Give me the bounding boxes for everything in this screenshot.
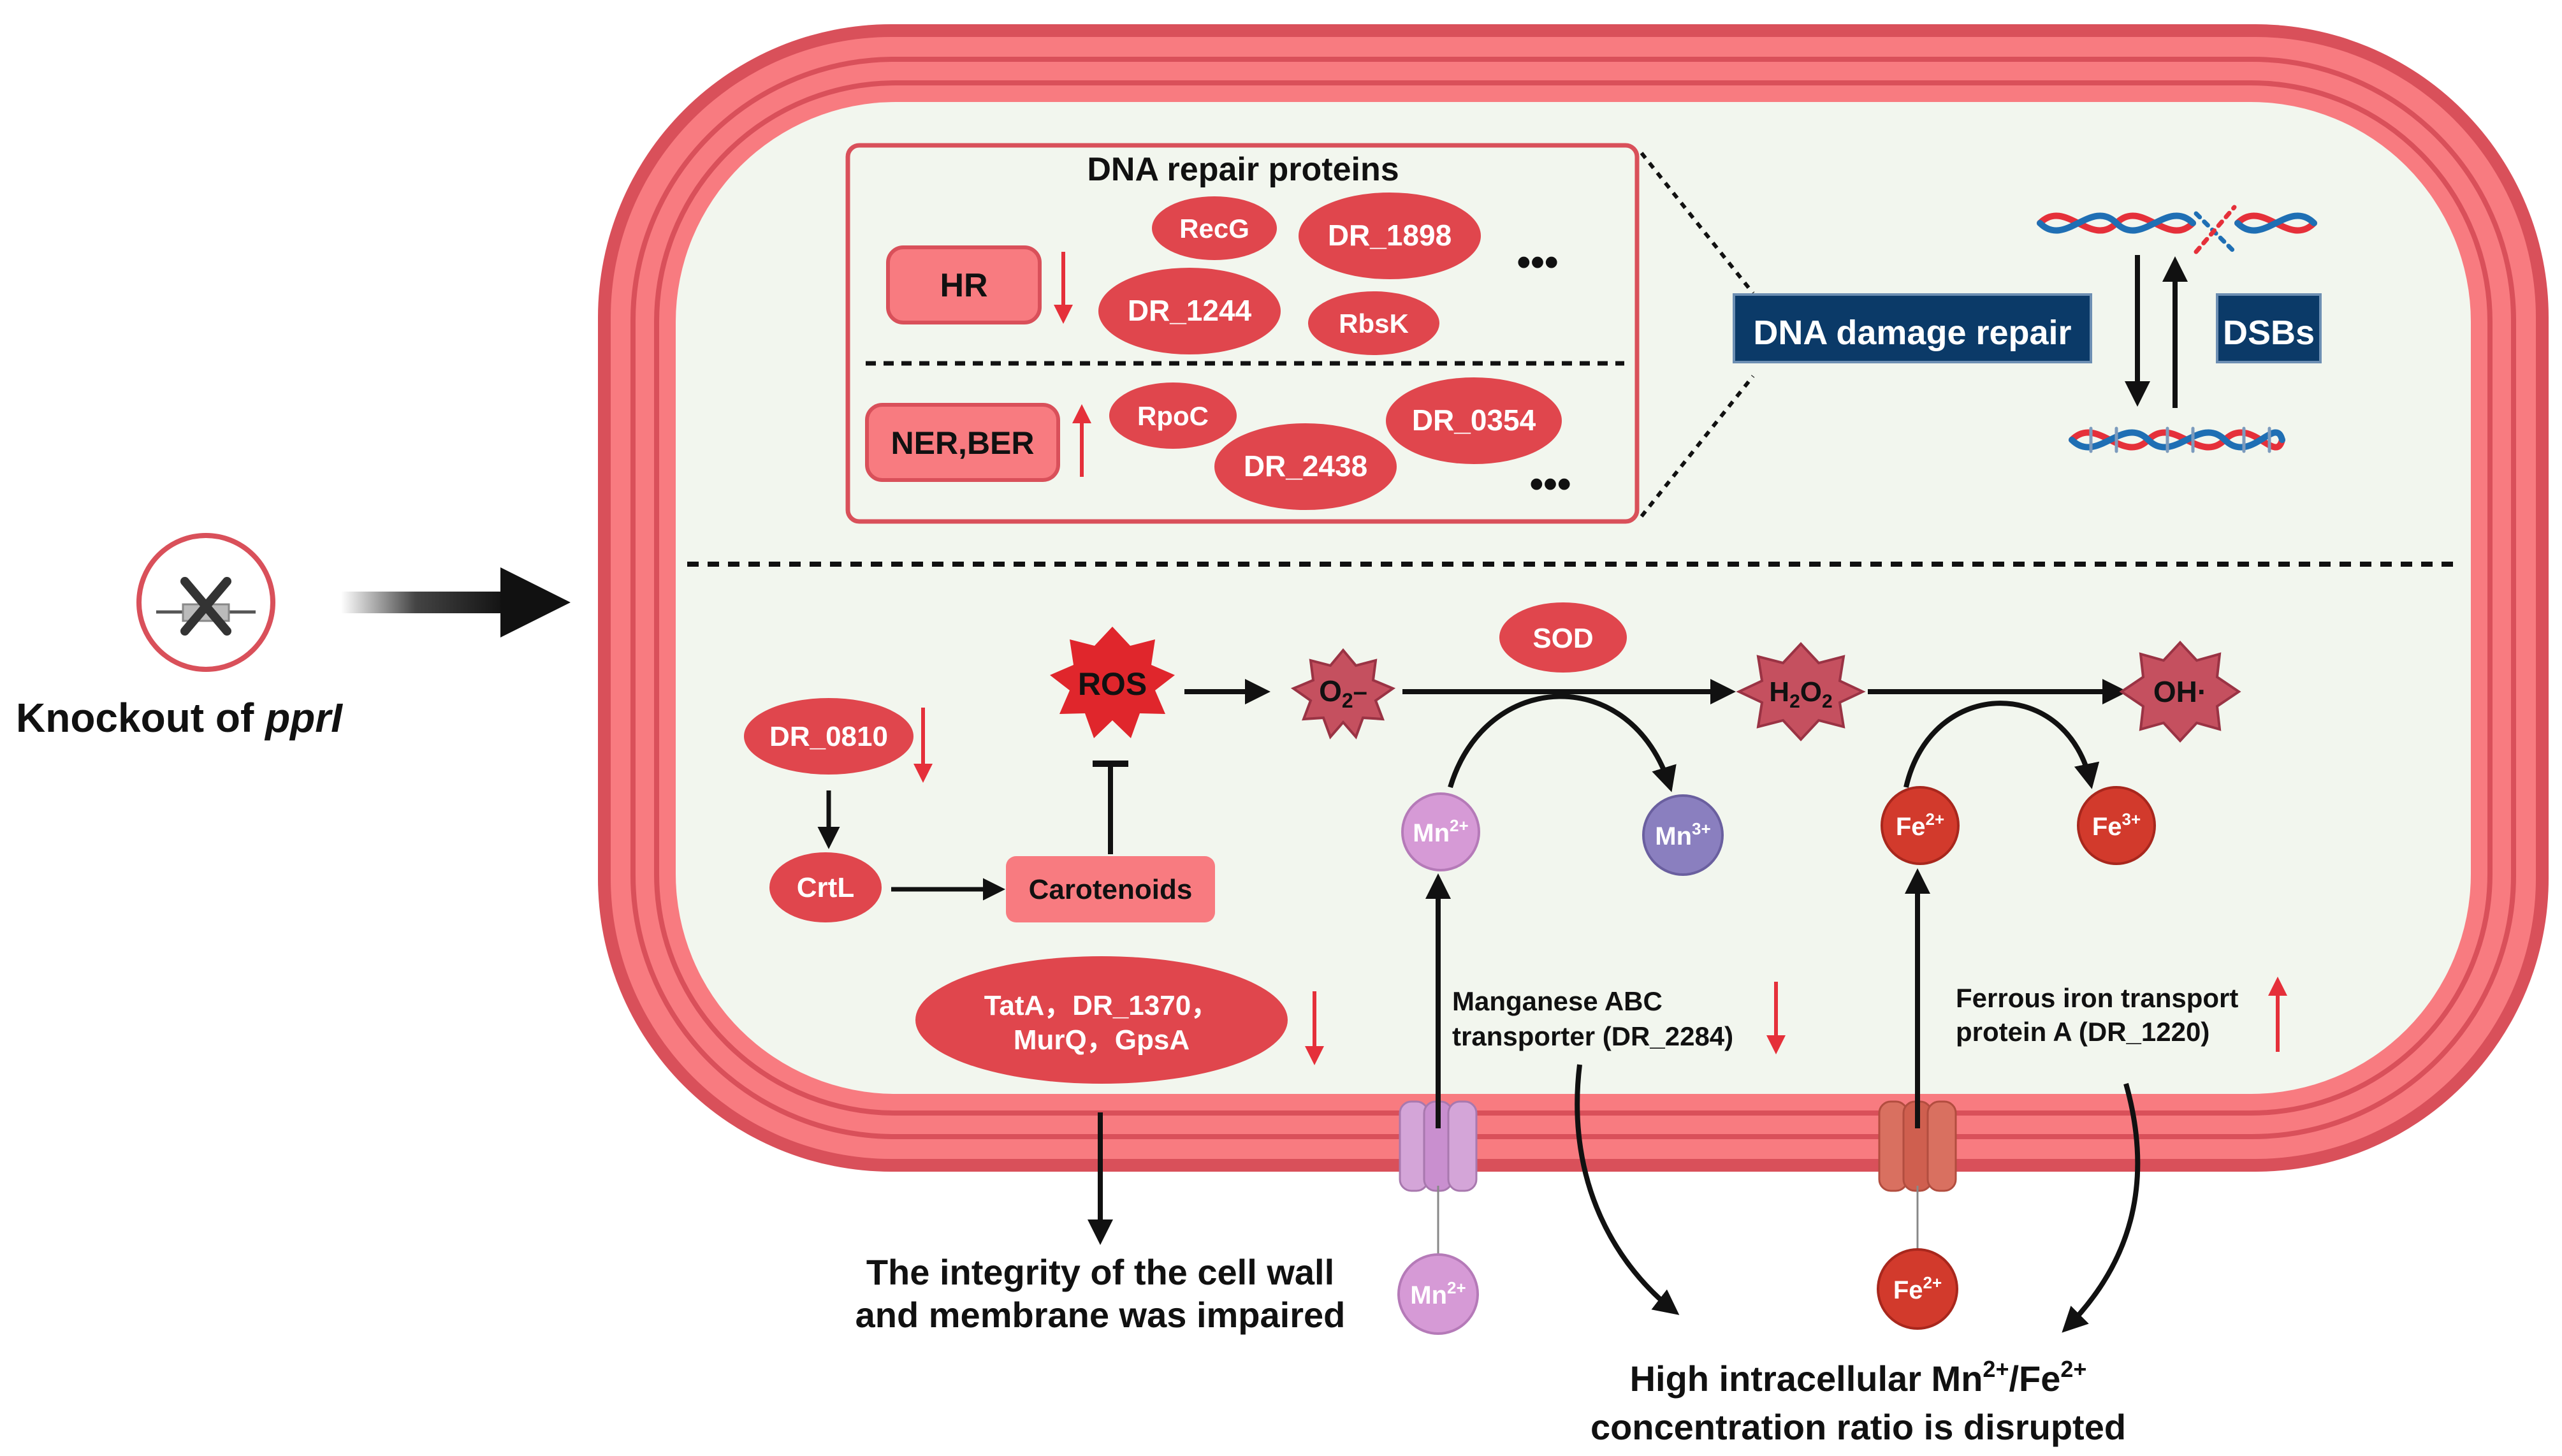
protein-crtl-label: CrtL: [797, 872, 854, 903]
sod-label: SOD: [1532, 623, 1593, 654]
dsbs-label: DSBs: [2223, 314, 2315, 352]
ratio-outcome-line1: High intracellular Mn2+/Fe2+: [1630, 1356, 2087, 1399]
h2o2-burst: [1736, 642, 1866, 741]
carotenoids-box: [1006, 856, 1215, 922]
intact-dna-icon: [2069, 426, 2285, 453]
fe3-ion: [2077, 786, 2156, 865]
mn-transporter-line2: transporter (DR_2284): [1452, 1021, 1733, 1051]
mn2-ion: [1401, 792, 1480, 871]
superoxide-burst: [1290, 648, 1396, 739]
zoom-line-top: [1640, 152, 1755, 295]
cross-icon: [180, 577, 231, 636]
carotenoid-pathway: DR_0810 CrtL Carotenoids TatA，DR_1370， M…: [744, 698, 1324, 1084]
carotenoids-label: Carotenoids: [1029, 874, 1193, 905]
hr-box: [886, 245, 1042, 324]
protein-rpoc-label: RpoC: [1137, 401, 1209, 431]
transport-panel: Manganese ABC transporter (DR_2284) Ferr…: [1397, 868, 2287, 1335]
fe-to-ratio-arrow: [2062, 1082, 2141, 1333]
mn2-external-ion-label: Mn2+: [1410, 1278, 1466, 1309]
mn3-ion-label: Mn3+: [1655, 819, 1710, 850]
protein-rbsk: [1308, 291, 1439, 355]
fe2-ion-label: Fe2+: [1896, 810, 1944, 841]
dna-repair-box: DNA repair proteins HR RecG DR_1898 DR_1…: [845, 143, 1640, 524]
dna-damage-repair-box: [1733, 293, 2092, 363]
ros-burst: [1050, 627, 1175, 738]
protein-dr2438: [1214, 423, 1397, 510]
protein-rbsk-label: RbsK: [1339, 309, 1409, 339]
wall-proteins-line2: MurQ，GpsA: [1014, 1024, 1190, 1056]
protein-dr0810: [744, 698, 913, 775]
hydroxyl-label: OH·: [2153, 675, 2207, 708]
mn2-ion-label: Mn2+: [1413, 816, 1468, 847]
ner-ellipsis: •••: [1529, 462, 1571, 506]
mn-oxidation-arrow: [1448, 694, 1677, 792]
protein-wall-group: [915, 956, 1288, 1084]
fe-oxidation-arrow: [1903, 701, 2100, 789]
dna-damage-panel: DNA damage repair DSBs: [1733, 205, 2322, 453]
protein-dr0810-label: DR_0810: [769, 721, 888, 752]
knockout-arrow-head: [500, 567, 571, 637]
dsbs-box: [2216, 293, 2322, 363]
protein-rpoc: [1109, 382, 1237, 449]
hr-ellipsis: •••: [1517, 240, 1558, 284]
mn-transporter-line1: Manganese ABC: [1452, 986, 1663, 1016]
hydroxyl-burst: [2119, 641, 2241, 743]
mn3-ion: [1642, 794, 1724, 876]
protein-dr0354: [1386, 377, 1562, 464]
knockout-label: Knockout of pprI: [16, 695, 343, 741]
h2o2-label: H2O2: [1769, 676, 1832, 712]
protein-dr1244: [1098, 268, 1281, 354]
fe-transporter-line2: protein A (DR_1220): [1956, 1017, 2209, 1047]
ros-label: ROS: [1078, 666, 1147, 702]
fe2-external-ion-label: Fe2+: [1893, 1273, 1942, 1304]
ner-ber-box: [865, 403, 1060, 482]
broken-dna-icon: [2037, 205, 2317, 254]
protein-dr2438-label: DR_2438: [1244, 449, 1367, 483]
mn-channel-icon: [1399, 1100, 1478, 1192]
fe3-ion-label: Fe3+: [2092, 810, 2141, 841]
knockout-arrow-shaft: [341, 592, 507, 613]
wall-outcome-line2: and membrane was impaired: [855, 1295, 1346, 1335]
protein-recg-label: RecG: [1179, 214, 1249, 244]
ner-ber-label: NER,BER: [891, 425, 1034, 461]
protein-dr1898: [1299, 193, 1481, 279]
dna-damage-repair-label: DNA damage repair: [1753, 314, 2071, 352]
protein-dr1244-label: DR_1244: [1128, 294, 1252, 327]
protein-dr0354-label: DR_0354: [1412, 404, 1536, 437]
superoxide-label: O2–: [1319, 674, 1367, 712]
dna-repair-title: DNA repair proteins: [1087, 151, 1399, 188]
protein-dr1898-label: DR_1898: [1328, 219, 1452, 252]
wall-proteins-line1: TatA，DR_1370，: [984, 990, 1219, 1021]
cell-membrane-line-2: [654, 80, 2493, 1116]
fe2-ion: [1881, 786, 1960, 865]
outcomes: The integrity of the cell wall and membr…: [855, 1112, 2126, 1447]
ros-cascade: ROS O2– SOD H2O2 OH· Mn2+ Mn3+ Fe2+ Fe3+: [1050, 602, 2241, 876]
protein-recg: [1152, 196, 1277, 260]
sod-enzyme: [1499, 602, 1627, 673]
knockout-panel: Knockout of pprI: [16, 533, 571, 741]
fe2-external-ion: [1877, 1248, 1958, 1330]
zoom-line-bottom: [1640, 375, 1755, 518]
ratio-outcome-line2: concentration ratio is disrupted: [1590, 1407, 2126, 1447]
protein-crtl: [769, 852, 882, 922]
hr-label: HR: [940, 267, 987, 304]
mn-to-ratio-arrow: [1575, 1064, 1680, 1315]
cell-membrane-line-1: [630, 57, 2516, 1139]
wall-outcome-line1: The integrity of the cell wall: [866, 1252, 1334, 1292]
fe-transporter-line1: Ferrous iron transport: [1956, 983, 2238, 1013]
mn2-external-ion: [1397, 1253, 1479, 1335]
